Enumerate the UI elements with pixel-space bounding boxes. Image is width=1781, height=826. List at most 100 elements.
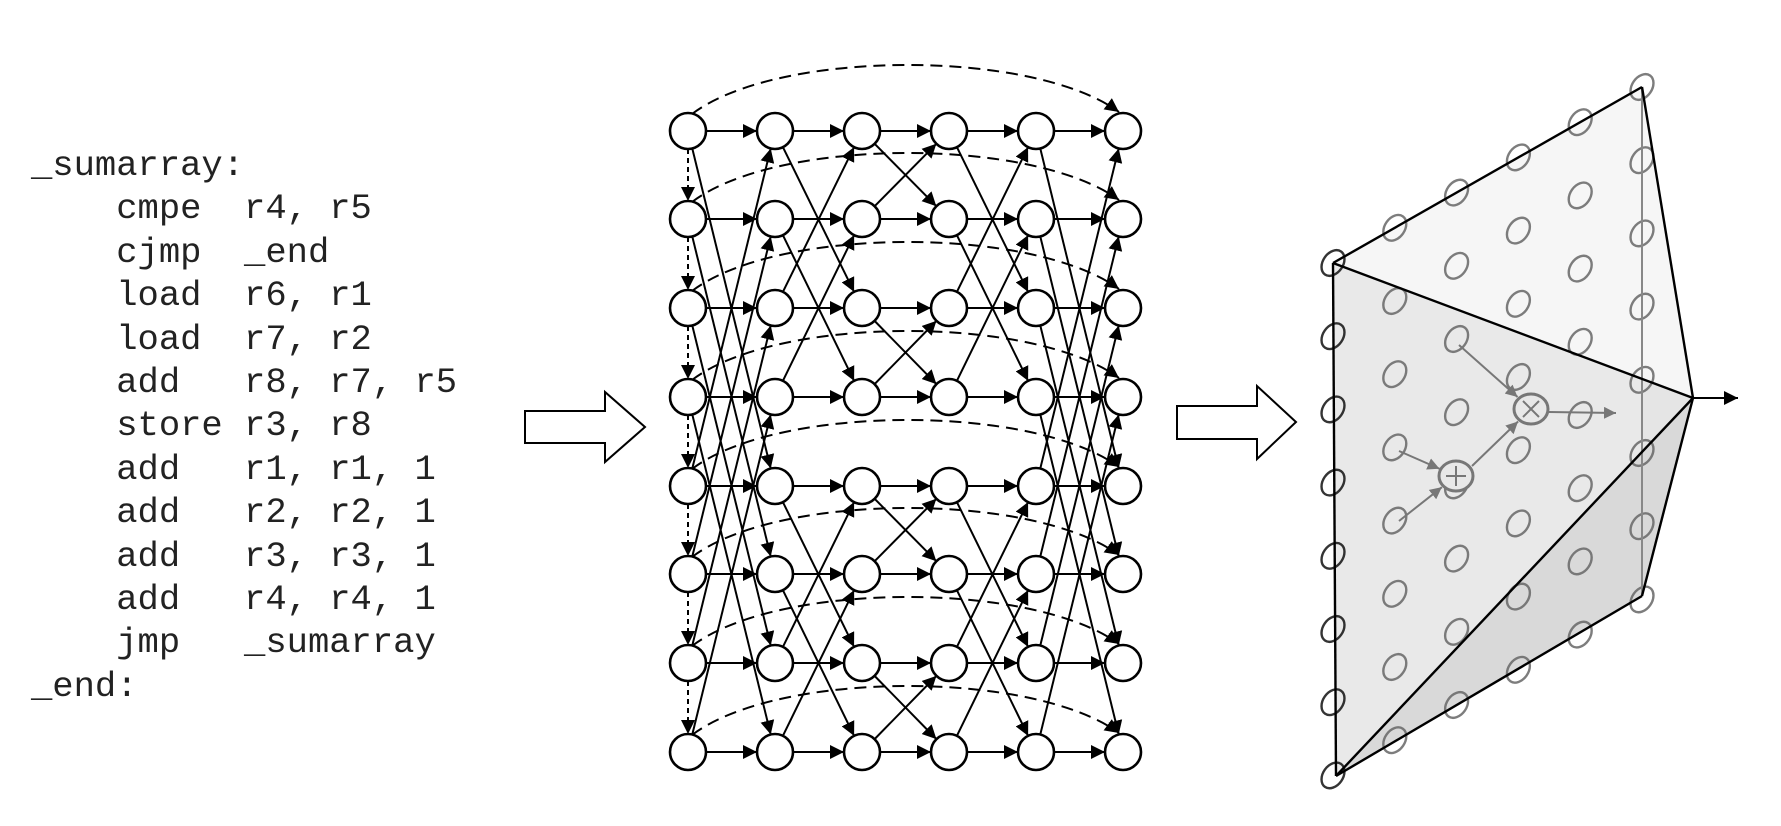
network-node xyxy=(842,377,882,417)
network-node xyxy=(1016,554,1056,594)
cross-edge xyxy=(1039,414,1123,735)
prism-edge xyxy=(1335,594,1643,778)
network-node xyxy=(842,288,882,328)
cross-edge xyxy=(782,234,855,382)
network-node xyxy=(1016,288,1056,328)
network-node xyxy=(842,111,882,151)
neuron-icon xyxy=(1443,324,1470,354)
code-line: jmp _sumarray xyxy=(31,622,436,664)
cross-edge xyxy=(956,234,1029,382)
neuron-icon xyxy=(1382,726,1408,755)
cross-edge xyxy=(782,589,855,737)
neuron-icon xyxy=(1382,652,1408,682)
dashed-arc-edge xyxy=(691,419,1120,470)
prism-edge xyxy=(1332,85,1643,265)
network-node xyxy=(1103,288,1143,328)
butterfly-network xyxy=(668,64,1143,772)
prism-edge xyxy=(1335,397,1694,777)
neuron-icon xyxy=(1320,248,1346,278)
neuron-icon xyxy=(1382,506,1408,535)
network-node xyxy=(755,199,795,239)
block-arrow-right-1 xyxy=(524,389,647,465)
neural-prism xyxy=(1320,72,1738,790)
network-node xyxy=(929,643,969,683)
network-node xyxy=(1103,643,1143,683)
neuron-icon xyxy=(1629,72,1655,102)
cross-edge xyxy=(956,146,1029,293)
neuron-icon xyxy=(1505,436,1532,465)
network-node xyxy=(1103,466,1143,506)
neuron-icon xyxy=(1567,474,1593,503)
dashed-arc-edge xyxy=(691,596,1120,647)
neuron-icon xyxy=(1320,761,1346,790)
network-node xyxy=(755,732,795,772)
network-node xyxy=(668,732,708,772)
network-node xyxy=(1103,377,1143,417)
neuron-icon xyxy=(1320,688,1346,717)
code-line: store r3, r8 xyxy=(31,405,372,447)
cross-edge xyxy=(691,414,775,735)
neuron-icon xyxy=(1567,181,1593,210)
neuron-icon xyxy=(1629,512,1655,541)
neuron-icon xyxy=(1382,360,1408,389)
code-line: add r3, r3, 1 xyxy=(31,535,436,577)
code-line: add r4, r4, 1 xyxy=(31,578,436,620)
neuron-icon xyxy=(1382,213,1408,242)
network-node xyxy=(755,643,795,683)
network-node xyxy=(668,554,708,594)
neuron-icon xyxy=(1443,178,1470,207)
network-node xyxy=(842,732,882,772)
network-node xyxy=(1016,199,1056,239)
dashed-arc-edge xyxy=(691,507,1120,558)
network-node xyxy=(1103,111,1143,151)
cross-edge xyxy=(873,143,938,207)
dashed-arc-edge xyxy=(691,64,1120,115)
neuron-icon xyxy=(1629,585,1655,614)
network-node xyxy=(668,377,708,417)
neuron-icon xyxy=(1320,322,1346,351)
code-line: add r1, r1, 1 xyxy=(31,448,436,490)
cross-edge xyxy=(691,236,775,557)
cross-edge xyxy=(1039,325,1123,646)
assembly-code: _sumarray: cmpe r4, r5 cjmp _end load r6… xyxy=(31,144,457,708)
neuron-icon xyxy=(1505,143,1532,172)
network-node xyxy=(668,111,708,151)
network-node xyxy=(1103,199,1143,239)
neuron-icon xyxy=(1505,509,1532,538)
network-node xyxy=(842,643,882,683)
neuron-icon xyxy=(1567,620,1593,649)
cross-edge xyxy=(691,325,775,646)
code-line: _end: xyxy=(31,665,138,707)
network-node xyxy=(755,111,795,151)
code-line: add r8, r7, r5 xyxy=(31,361,458,403)
neuron-icon xyxy=(1443,617,1470,646)
cross-edge xyxy=(782,501,855,648)
network-node xyxy=(1016,466,1056,506)
dataflow-arrow xyxy=(1458,344,1519,398)
network-node xyxy=(929,466,969,506)
code-line: load r6, r1 xyxy=(31,275,372,317)
network-node xyxy=(668,288,708,328)
prism-edge xyxy=(1640,397,1695,597)
cross-edge xyxy=(782,146,855,293)
neuron-icon xyxy=(1505,216,1532,245)
network-node xyxy=(1016,111,1056,151)
neuron-icon xyxy=(1443,251,1470,280)
neuron-icon xyxy=(1505,289,1532,318)
network-node xyxy=(755,466,795,506)
cross-edge xyxy=(1039,236,1123,557)
dataflow-arrow xyxy=(1548,406,1617,419)
cross-edge xyxy=(1039,148,1123,469)
network-node xyxy=(929,377,969,417)
cross-edge xyxy=(873,320,938,385)
network-node xyxy=(1103,732,1143,772)
block-arrow-right-2 xyxy=(1176,383,1298,462)
neuron-icon xyxy=(1567,108,1593,137)
dashed-arc-edge xyxy=(691,241,1120,292)
neuron-icon xyxy=(1567,254,1593,283)
cross-edge xyxy=(873,675,938,740)
neuron-icon xyxy=(1567,400,1593,430)
network-node xyxy=(842,199,882,239)
code-line: load r7, r2 xyxy=(31,318,372,360)
dashed-arc-edge xyxy=(691,330,1120,381)
